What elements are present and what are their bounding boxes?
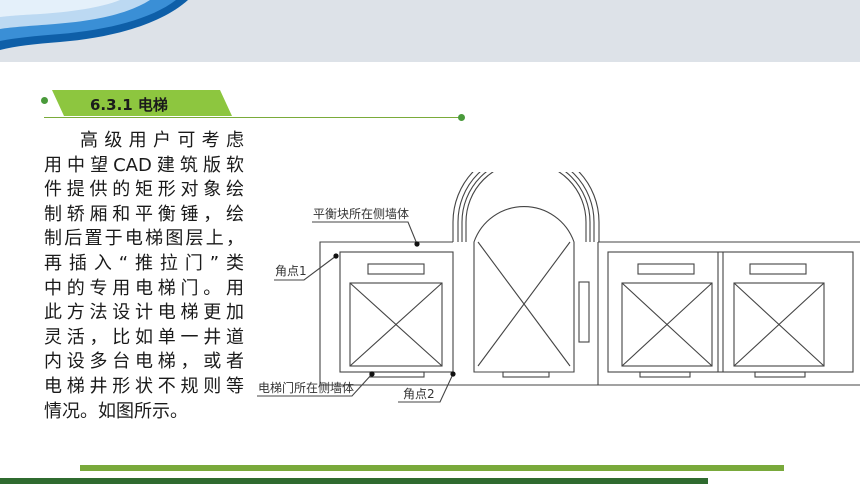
body-line: 再插入“推拉门”类 (44, 252, 244, 274)
footer-bar-dark (0, 478, 708, 484)
left-shaft (339, 251, 454, 373)
body-line: 情况。如图所示。 (44, 400, 188, 422)
body-line: 此方法设计电梯更加 (44, 302, 244, 324)
right-shaft (607, 251, 854, 373)
section-heading-tag (52, 90, 232, 116)
body-line: 中的专用电梯门。用 (44, 277, 244, 299)
label-door-wall: 电梯门所在侧墙体 (258, 381, 355, 395)
body-line: 电梯井形状不规则等 (44, 375, 244, 397)
body-paragraph: 高级用户可考虑 用中望CAD建筑版软 件提供的矩形对象绘 制轿厢和平衡锤，绘 制… (44, 129, 244, 424)
corner-point-2 (450, 371, 456, 377)
heading-dot-left (41, 97, 48, 104)
body-line: 高级用户可考虑 (80, 130, 244, 151)
body-line: 件提供的矩形对象绘 (44, 179, 244, 201)
elevator-plan-diagram (257, 172, 860, 403)
body-line: 灵活，比如单一井道 (44, 326, 244, 348)
outer-wall (319, 241, 599, 386)
header-wave-decoration (0, 0, 188, 50)
corner-point-1 (333, 253, 339, 259)
body-line: 用中望CAD建筑版软 (44, 154, 244, 176)
label-corner-2: 角点2 (403, 387, 435, 401)
heading-underline (44, 117, 462, 118)
body-line: 制后置于电梯图层上， (44, 228, 244, 250)
label-counterweight-wall: 平衡块所在侧墙体 (313, 207, 410, 221)
label-corner-1: 角点1 (275, 264, 307, 278)
body-line: 制轿厢和平衡锤，绘 (44, 203, 244, 225)
section-title: 6.3.1 电梯 (90, 96, 168, 114)
dome-arc-outer (452, 172, 600, 242)
body-line: 内设多台电梯，或者 (44, 351, 244, 373)
heading-dot-right (458, 114, 465, 121)
footer-bar-light (80, 465, 784, 471)
middle-shaft (473, 206, 575, 373)
